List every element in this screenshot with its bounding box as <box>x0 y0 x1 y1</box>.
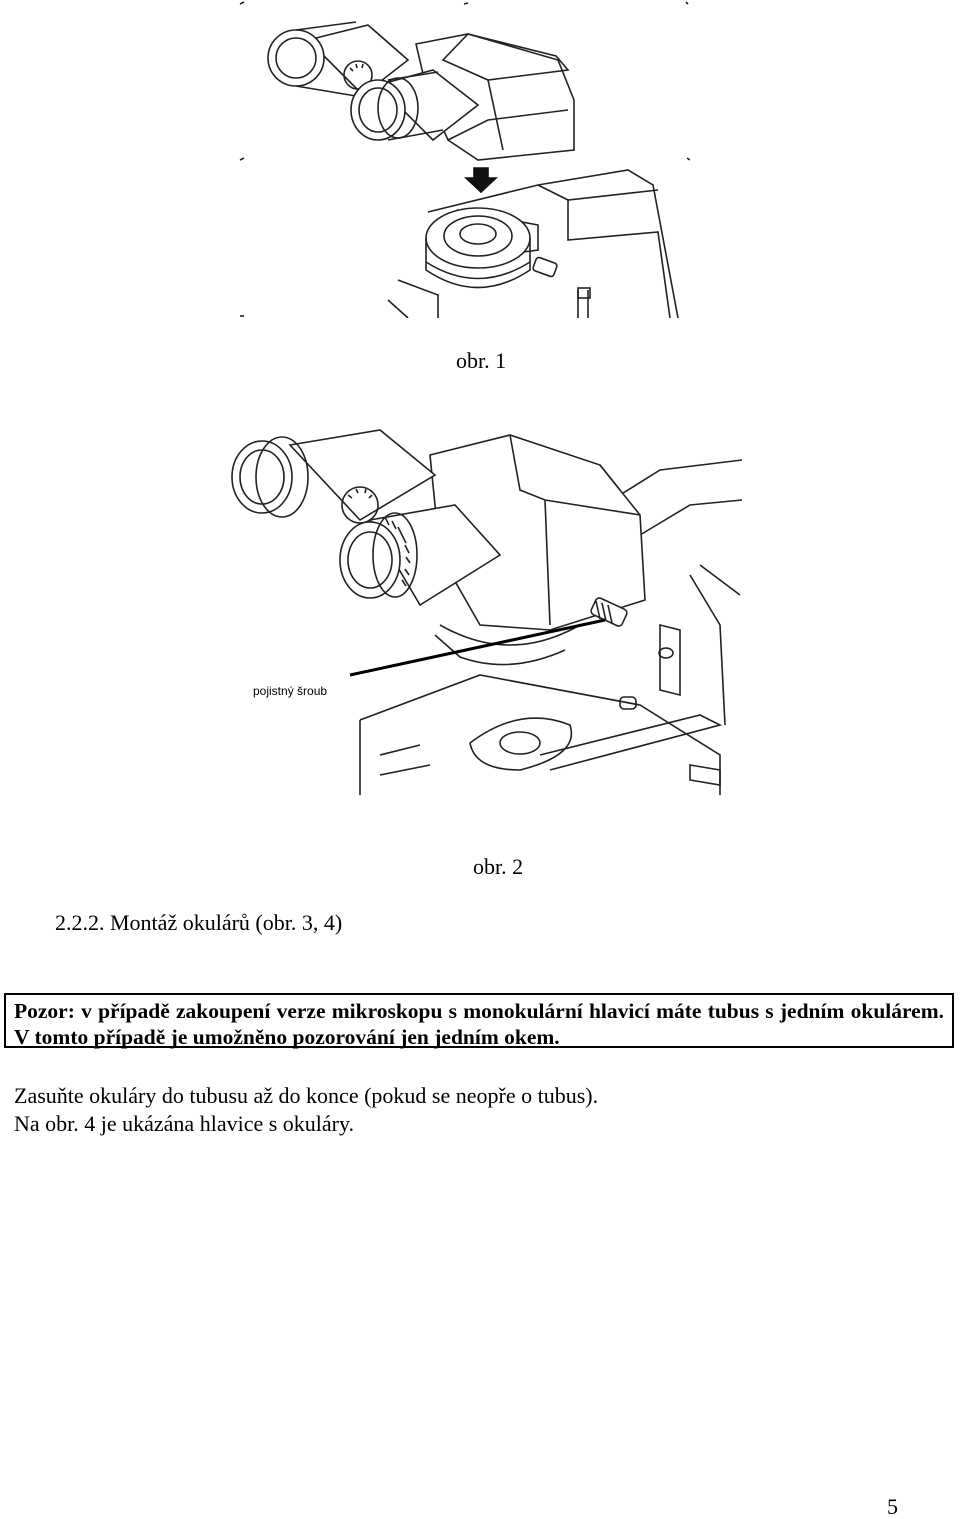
figure-1-illustration <box>238 0 691 319</box>
figure-1-caption: obr. 1 <box>456 348 507 373</box>
figure-2-illustration: pojistný šroub <box>220 425 743 795</box>
locking-screw-label: pojistný šroub <box>253 684 327 698</box>
warning-notice-text: Pozor: v případě zakoupení verze mikrosk… <box>14 999 944 1049</box>
section-heading: 2.2.2. Montáž okulárů (obr. 3, 4) <box>55 910 343 935</box>
page-number: 5 <box>887 1494 898 1519</box>
warning-notice-box: Pozor: v případě zakoupení verze mikrosk… <box>4 993 954 1049</box>
body-text-line-2: Na obr. 4 je ukázána hlavice s okuláry. <box>14 1111 355 1136</box>
body-text-line-1: Zasuňte okuláry do tubusu až do konce (p… <box>14 1083 599 1108</box>
figure-2-caption: obr. 2 <box>473 854 524 879</box>
